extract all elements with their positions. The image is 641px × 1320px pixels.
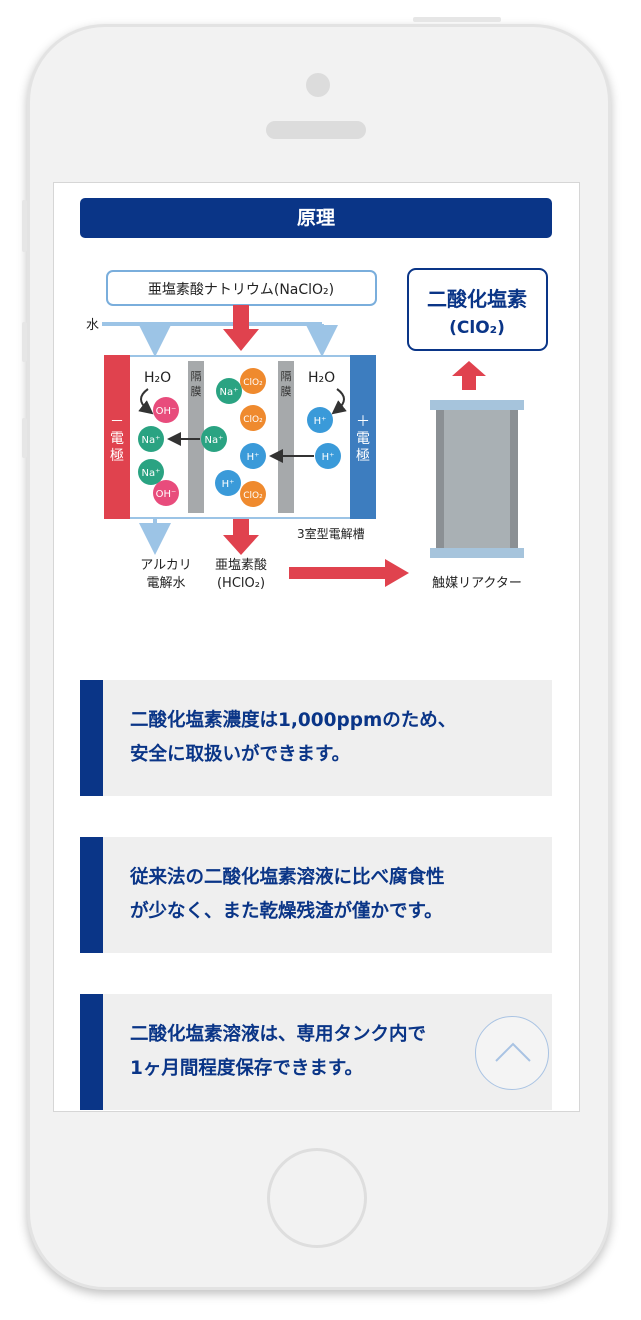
section-title: 原理 <box>80 198 552 238</box>
svg-text:OH⁻: OH⁻ <box>156 489 177 500</box>
ion-na-4: Na⁺ <box>201 426 227 452</box>
ion-na-2: Na⁺ <box>138 459 164 485</box>
product-box <box>407 268 548 351</box>
card-line: 二酸化塩素溶液は、専用タンク内で <box>130 1024 427 1045</box>
svg-text:Na⁺: Na⁺ <box>205 435 224 446</box>
positive-electrode-char-2: 電 <box>356 431 370 447</box>
h2o-left: H₂O <box>144 370 171 386</box>
scroll-to-top-button[interactable] <box>475 1016 549 1090</box>
ion-na-1: Na⁺ <box>138 426 164 452</box>
membrane-left <box>188 361 204 513</box>
svg-text:OH⁻: OH⁻ <box>156 406 177 417</box>
reactor-top-cap <box>430 400 524 410</box>
svg-text:Na⁺: Na⁺ <box>142 468 161 479</box>
ion-clo2-1: ClO₂ <box>240 368 266 394</box>
acid-label-2: (HClO₂) <box>217 576 265 591</box>
svg-text:ClO₂: ClO₂ <box>243 491 263 501</box>
water-label: 水 <box>86 318 99 333</box>
card-stripe <box>80 994 103 1110</box>
card-line: 安全に取扱いができます。 <box>130 744 351 765</box>
feature-card-3: 二酸化塩素溶液は、専用タンク内で 1ヶ月間程度保存できます。 <box>80 994 552 1110</box>
power-button <box>413 17 501 22</box>
svg-text:ClO₂: ClO₂ <box>243 378 263 388</box>
home-button[interactable] <box>267 1148 367 1248</box>
svg-text:H⁺: H⁺ <box>314 416 327 427</box>
feature-card-2: 従来法の二酸化塩素溶液に比べ腐食性 が少なく、また乾燥残渣が僅かです。 <box>80 837 552 953</box>
camera-icon <box>306 73 330 97</box>
speaker-grille <box>266 121 366 139</box>
reactor-core <box>444 410 510 548</box>
negative-electrode-char-3: 極 <box>110 448 124 464</box>
source-label: 亜塩素酸ナトリウム(NaClO₂) <box>148 282 334 298</box>
chevron-up-icon <box>495 1042 531 1062</box>
volume-down-button <box>22 418 27 458</box>
card-line: が少なく、また乾燥残渣が僅かです。 <box>130 901 443 922</box>
ion-oh-1: OH⁻ <box>153 397 179 423</box>
membrane-left-char-2: 膜 <box>191 385 202 398</box>
negative-electrode-char-1: － <box>110 414 124 430</box>
ion-clo2-2: ClO₂ <box>240 405 266 431</box>
card-line: 従来法の二酸化塩素溶液に比べ腐食性 <box>130 867 445 888</box>
feature-card-1: 二酸化塩素濃度は1,000ppmのため、 安全に取扱いができます。 <box>80 680 552 796</box>
membrane-left-char-1: 隔 <box>191 370 202 383</box>
card-text: 二酸化塩素溶液は、専用タンク内で 1ヶ月間程度保存できます。 <box>130 1018 540 1086</box>
positive-electrode <box>350 355 376 519</box>
card-stripe <box>80 680 103 796</box>
cell-label: 3室型電解槽 <box>297 526 365 541</box>
svg-text:H⁺: H⁺ <box>222 479 235 490</box>
acid-label-1: 亜塩素酸 <box>215 558 267 573</box>
screen: 原理 亜塩素酸ナトリウム(NaClO₂) 水 － 電 極 ＋ 電 <box>53 182 580 1112</box>
ion-h-1: H⁺ <box>240 443 266 469</box>
membrane-right-char-2: 膜 <box>281 385 292 398</box>
curve-arrow-left <box>138 388 154 415</box>
negative-electrode-char-2: 電 <box>110 431 124 447</box>
alkali-label-1: アルカリ <box>140 558 191 573</box>
h2o-right: H₂O <box>308 370 335 386</box>
flow-arrow-to-reactor <box>289 559 409 587</box>
positive-electrode-char-1: ＋ <box>356 414 370 430</box>
curve-arrow-right <box>331 388 347 415</box>
acid-outlet-arrow <box>223 519 259 555</box>
ion-na-3: Na⁺ <box>216 378 242 404</box>
ion-clo2-3: ClO₂ <box>240 481 266 507</box>
card-line: 二酸化塩素濃度は1,000ppmのため、 <box>130 710 457 731</box>
reactor-label: 触媒リアクター <box>432 576 522 591</box>
negative-electrode <box>104 355 130 519</box>
volume-up-button <box>22 322 27 362</box>
ion-h-4: H⁺ <box>315 443 341 469</box>
svg-text:Na⁺: Na⁺ <box>142 435 161 446</box>
card-text: 二酸化塩素濃度は1,000ppmのため、 安全に取扱いができます。 <box>130 704 540 772</box>
product-label-2: (ClO₂) <box>449 318 505 338</box>
svg-text:Na⁺: Na⁺ <box>220 387 239 398</box>
product-label-1: 二酸化塩素 <box>427 287 527 311</box>
membrane-right-char-1: 隔 <box>281 370 292 383</box>
svg-text:H⁺: H⁺ <box>247 452 260 463</box>
card-line: 1ヶ月間程度保存できます。 <box>130 1058 364 1079</box>
source-arrow <box>223 305 259 351</box>
principle-diagram: 亜塩素酸ナトリウム(NaClO₂) 水 － 電 極 ＋ 電 極 隔 膜 隔 膜 … <box>86 268 548 591</box>
card-stripe <box>80 837 103 953</box>
ion-h-3: H⁺ <box>307 407 333 433</box>
reactor-bottom-cap <box>430 548 524 558</box>
mute-switch <box>22 200 27 252</box>
ion-oh-2: OH⁻ <box>153 480 179 506</box>
ion-h-2: H⁺ <box>215 470 241 496</box>
product-arrow <box>452 361 486 390</box>
alkali-label-2: 電解水 <box>146 576 185 591</box>
membrane-right <box>278 361 294 513</box>
svg-text:H⁺: H⁺ <box>322 452 335 463</box>
svg-text:ClO₂: ClO₂ <box>243 415 263 425</box>
card-text: 従来法の二酸化塩素溶液に比べ腐食性 が少なく、また乾燥残渣が僅かです。 <box>130 861 540 929</box>
positive-electrode-char-3: 極 <box>356 448 370 464</box>
